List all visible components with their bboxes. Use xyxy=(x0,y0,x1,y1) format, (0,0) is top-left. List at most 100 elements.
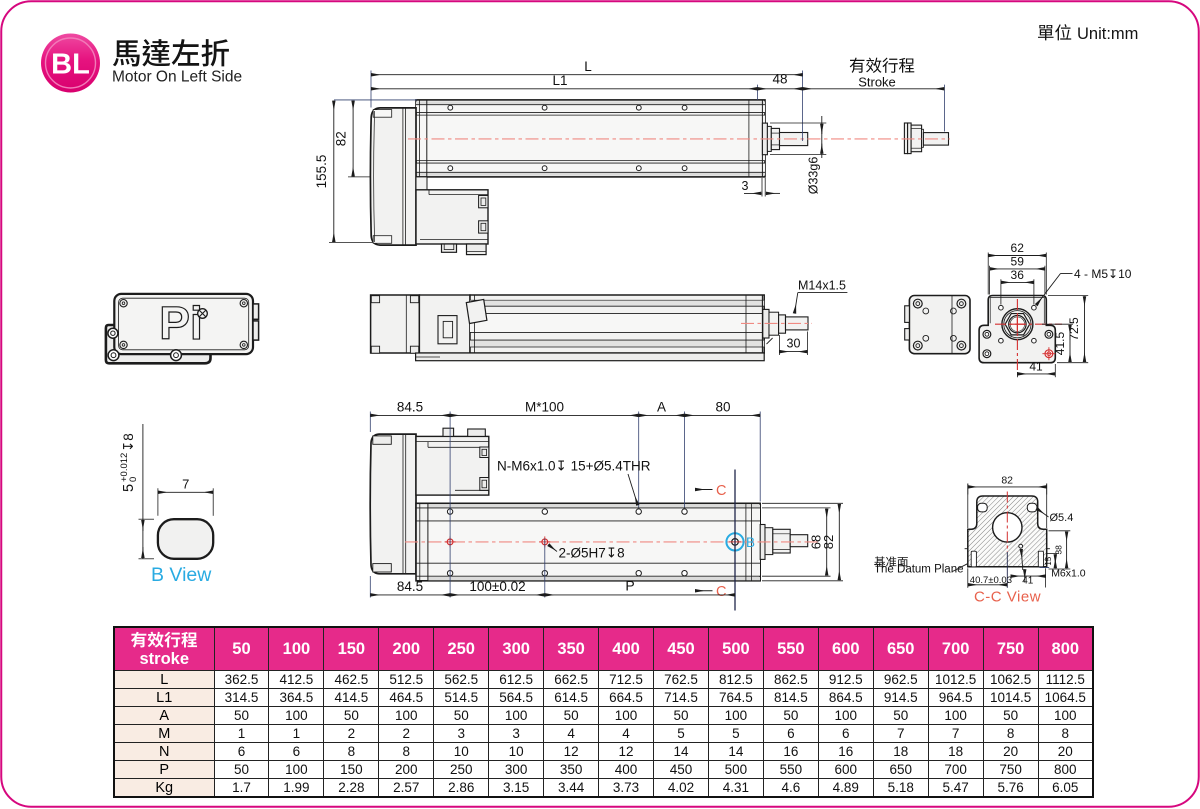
stroke-col-header: 300 xyxy=(488,626,545,671)
dim-84-5-top: 84.5 xyxy=(397,399,423,414)
table-cell: 662.5 xyxy=(543,670,600,689)
stroke-col-value: 550 xyxy=(777,639,805,658)
thread-label: M14x1.5 xyxy=(798,279,846,293)
table-cell: 350 xyxy=(543,760,600,779)
tol-depth: ↧8 xyxy=(121,433,136,452)
stroke-col-value: 350 xyxy=(557,639,585,658)
dim-38: 38 xyxy=(1054,545,1064,555)
stroke-col-value: 600 xyxy=(832,639,860,658)
stroke-col-value: 100 xyxy=(282,639,311,658)
table-cell: 864.5 xyxy=(817,688,874,707)
row-label: Kg xyxy=(113,778,215,798)
table-cell: 2 xyxy=(323,724,380,743)
unit-label-cn xyxy=(1038,24,1072,41)
table-cell: 364.5 xyxy=(268,688,325,707)
table-cell: 4.89 xyxy=(817,778,874,798)
bl-badge-label: BL xyxy=(51,49,90,81)
dim-40-7: 40.7±0.03 xyxy=(970,575,1012,586)
table-cell: 18 xyxy=(872,742,929,761)
table-cell: 712.5 xyxy=(598,670,654,689)
table-cell: 464.5 xyxy=(378,688,435,707)
stroke-col-value: 700 xyxy=(941,639,970,658)
stroke-col-value: 200 xyxy=(392,639,421,658)
table-cell: 3 xyxy=(488,724,545,743)
view-side2: M14x1.5 30 xyxy=(369,279,848,362)
stroke-col-value: 250 xyxy=(447,639,475,658)
stroke-header-cn xyxy=(131,631,198,648)
dim-68: 68 xyxy=(808,535,823,549)
stroke-col-value: 500 xyxy=(722,639,750,658)
dim-84-5-bot: 84.5 xyxy=(397,579,423,594)
stroke-col-header: 500 xyxy=(707,626,764,671)
table-cell: 964.5 xyxy=(927,688,984,707)
table-cell: 700 xyxy=(927,760,984,779)
table-cell: 450 xyxy=(653,760,709,779)
table-cell: 100 xyxy=(378,706,435,725)
page-title-cn xyxy=(112,39,229,67)
table-cell: 962.5 xyxy=(872,670,929,689)
stroke-col-header: 150 xyxy=(323,626,380,671)
table-cell: 8 xyxy=(1037,724,1094,743)
table-cell: 12 xyxy=(598,742,654,761)
table-cell: 6 xyxy=(817,724,874,743)
table-cell: 1.99 xyxy=(268,778,325,798)
table-cell: 14 xyxy=(653,742,709,761)
table-cell: 5.18 xyxy=(872,778,929,798)
table-cell: 6 xyxy=(268,742,325,761)
stroke-col-value: 450 xyxy=(667,639,695,658)
table-cell: 100 xyxy=(1037,706,1094,725)
table-cell: 5 xyxy=(707,724,764,743)
screws-note: 4 - M5↧10 xyxy=(1074,267,1132,281)
table-cell: 6 xyxy=(762,724,819,743)
stroke-col-header: 250 xyxy=(433,626,490,671)
b-view-label: B View xyxy=(151,564,212,586)
row-label: L1 xyxy=(113,688,215,707)
cc-view-label: C-C View xyxy=(974,589,1041,606)
page-title-en: Motor On Left Side xyxy=(112,69,242,86)
dim-p: P xyxy=(625,578,634,594)
table-cell: 764.5 xyxy=(707,688,764,707)
dim-48: 48 xyxy=(772,72,787,87)
stroke-col-value: 400 xyxy=(612,639,640,658)
dim-41-cc: 41 xyxy=(1022,576,1034,587)
table-cell: 8 xyxy=(323,742,380,761)
stroke-col-header: 800 xyxy=(1037,626,1094,671)
table-cell: 512.5 xyxy=(378,670,435,689)
table-cell: 100 xyxy=(488,706,545,725)
view-cc: 82 Ø5.4 38 15 M6x1.0 41 40.7±0.03 C-C Vi… xyxy=(964,475,1086,606)
stroke-col-header: 350 xyxy=(543,626,600,671)
table-cell: 4.6 xyxy=(762,778,819,798)
stroke-col-header: 650 xyxy=(872,626,929,671)
stroke-col-header: 200 xyxy=(378,626,435,671)
table-cell: 2.28 xyxy=(323,778,380,798)
table-cell: 812.5 xyxy=(707,670,764,689)
table-cell: 150 xyxy=(323,760,380,779)
table-cell: 6 xyxy=(213,742,270,761)
table-cell: 100 xyxy=(817,706,874,725)
table-cell: 10 xyxy=(488,742,545,761)
table-cell: 16 xyxy=(817,742,874,761)
tap-note: N-M6x1.0↧ 15+Ø5.4THR xyxy=(497,458,651,473)
dim-155-5: 155.5 xyxy=(314,155,329,189)
table-cell: 762.5 xyxy=(653,670,709,689)
table-cell: 800 xyxy=(1037,760,1094,779)
table-cell: 50 xyxy=(213,706,270,725)
dim-72-5: 72.5 xyxy=(1067,317,1081,341)
table-cell: 100 xyxy=(268,760,325,779)
row-label: P xyxy=(113,760,215,779)
thread-m6: M6x1.0 xyxy=(1051,568,1086,580)
table-cell: 4 xyxy=(543,724,600,743)
stroke-col-value: 300 xyxy=(502,639,530,658)
table-cell: 612.5 xyxy=(488,670,545,689)
table-cell: 14 xyxy=(707,742,764,761)
dim-a: A xyxy=(657,399,666,414)
table-cell: 3.15 xyxy=(488,778,545,798)
table-cell: 4.31 xyxy=(707,778,764,798)
bl-badge xyxy=(41,33,100,93)
table-cell: 500 xyxy=(707,760,764,779)
datum-label-en: The Datum Plane xyxy=(874,563,964,575)
